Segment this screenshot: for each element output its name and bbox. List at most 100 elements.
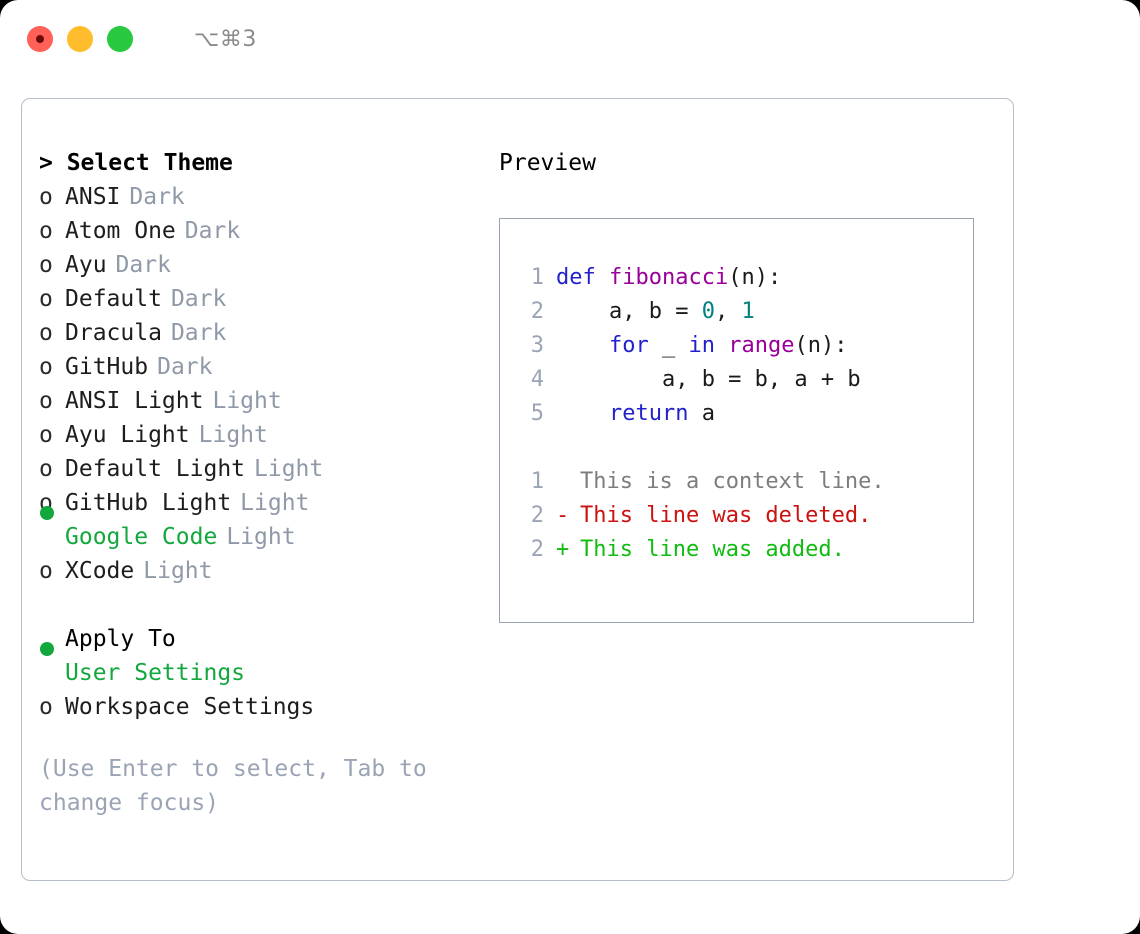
- theme-option-tag: Dark: [157, 354, 213, 380]
- diff-line-add: 2 + This line was added.: [518, 533, 973, 567]
- code-token-kw: def: [556, 265, 609, 290]
- theme-option-tag: Dark: [170, 286, 227, 312]
- maximize-window-button[interactable]: [107, 26, 133, 52]
- radio-selected-icon: ●: [39, 506, 65, 554]
- radio-unselected-icon: o: [39, 558, 53, 584]
- keyboard-shortcut-label: ⌥⌘3: [194, 26, 257, 52]
- radio-unselected-icon: o: [39, 694, 53, 720]
- radio-unselected-icon: o: [39, 184, 53, 210]
- diff-sign: -: [556, 503, 570, 528]
- code-token-plain: (n):: [794, 333, 848, 358]
- code-token-plain: _: [648, 333, 689, 358]
- radio-unselected-icon: o: [39, 286, 53, 312]
- theme-option-github[interactable]: o GitHub Dark: [39, 350, 499, 384]
- theme-option-label: Default: [65, 286, 162, 312]
- line-number: 5: [530, 401, 544, 426]
- code-token-plain: a: [688, 401, 715, 426]
- theme-option-label: ANSI: [65, 184, 121, 210]
- title-bar: ⌥⌘3: [0, 0, 1140, 78]
- diff-text: This line was added.: [580, 537, 845, 562]
- code-token-plain: ,: [714, 299, 742, 324]
- theme-option-label: Ayu: [65, 252, 107, 278]
- code-token-kw: for: [608, 333, 649, 358]
- radio-unselected-icon: o: [39, 456, 53, 482]
- code-token-fn: range: [728, 333, 795, 358]
- theme-option-label: Default Light: [65, 456, 246, 482]
- code-line: 3 for _ in range(n):: [518, 329, 973, 363]
- theme-option-default-light[interactable]: o Default Light Light: [39, 452, 499, 486]
- close-window-button[interactable]: [27, 26, 53, 52]
- theme-option-tag: Dark: [170, 320, 227, 346]
- hint-spacer: [39, 724, 499, 752]
- diff-sign: +: [556, 537, 570, 562]
- radio-unselected-icon: o: [39, 252, 53, 278]
- code-token-plain: a, b =: [556, 299, 702, 324]
- theme-option-xcode[interactable]: o XCode Light: [39, 554, 499, 588]
- theme-option-label: GitHub Light: [65, 490, 232, 516]
- line-number: 2: [530, 537, 544, 562]
- theme-option-tag: Light: [240, 490, 310, 516]
- theme-option-tag: Dark: [115, 252, 171, 278]
- line-number: 2: [530, 299, 544, 324]
- diff-text: This is a context line.: [580, 469, 885, 494]
- code-token-plain: [556, 401, 609, 426]
- line-number: 2: [530, 503, 544, 528]
- theme-option-tag: Dark: [129, 184, 185, 210]
- diff-text: This line was deleted.: [580, 503, 872, 528]
- code-line: 2 a, b = 0, 1: [518, 295, 973, 329]
- keyboard-hint-text: (Use Enter to select, Tab to change focu…: [39, 756, 427, 816]
- line-number: 1: [530, 469, 544, 494]
- diff-line-ctx: 1 This is a context line.: [518, 465, 973, 499]
- diff-line-del: 2-This line was deleted.: [518, 499, 973, 533]
- theme-option-label: Ayu Light: [65, 422, 190, 448]
- diff-sample: 1 This is a context line.2-This line was…: [518, 465, 973, 567]
- code-token-fn: fibonacci: [608, 265, 729, 290]
- radio-unselected-icon: o: [39, 422, 53, 448]
- code-token-kw: in: [688, 333, 715, 358]
- theme-option-label: Google Code: [65, 524, 218, 550]
- theme-option-ayu-light[interactable]: o Ayu Light Light: [39, 418, 499, 452]
- minimize-window-button[interactable]: [67, 26, 93, 52]
- line-number: 3: [530, 333, 544, 358]
- code-diff-spacer: [518, 431, 973, 465]
- theme-option-label: Atom One: [65, 218, 176, 244]
- theme-option-ayu[interactable]: o Ayu Dark: [39, 248, 499, 282]
- apply-to-option-user-settings[interactable]: ●User Settings: [39, 642, 499, 690]
- diff-sign: [556, 465, 580, 499]
- apply-to-option-label: User Settings: [65, 660, 246, 686]
- theme-option-label: GitHub: [65, 354, 149, 380]
- radio-unselected-icon: o: [39, 354, 53, 380]
- theme-option-tag: Light: [254, 456, 324, 482]
- code-token-plain: [556, 333, 609, 358]
- code-token-plain: a, b = b, a + b: [556, 367, 861, 392]
- theme-option-label: ANSI Light: [65, 388, 204, 414]
- theme-option-default[interactable]: o Default Dark: [39, 282, 499, 316]
- code-token-plain: (n):: [728, 265, 782, 290]
- theme-option-tag: Light: [143, 558, 213, 584]
- code-line: 1 def fibonacci(n):: [518, 261, 973, 295]
- line-number: 1: [530, 265, 544, 290]
- theme-option-tag: Dark: [184, 218, 241, 244]
- theme-option-label: XCode: [65, 558, 135, 584]
- code-token-plain: [715, 333, 728, 358]
- radio-unselected-icon: o: [39, 388, 53, 414]
- theme-option-tag: Light: [198, 422, 268, 448]
- code-line: 4 a, b = b, a + b: [518, 363, 973, 397]
- code-token-num: 1: [741, 299, 755, 324]
- code-token-kw: return: [608, 401, 689, 426]
- theme-option-ansi[interactable]: o ANSI Dark: [39, 180, 499, 214]
- radio-selected-icon: ●: [39, 642, 65, 690]
